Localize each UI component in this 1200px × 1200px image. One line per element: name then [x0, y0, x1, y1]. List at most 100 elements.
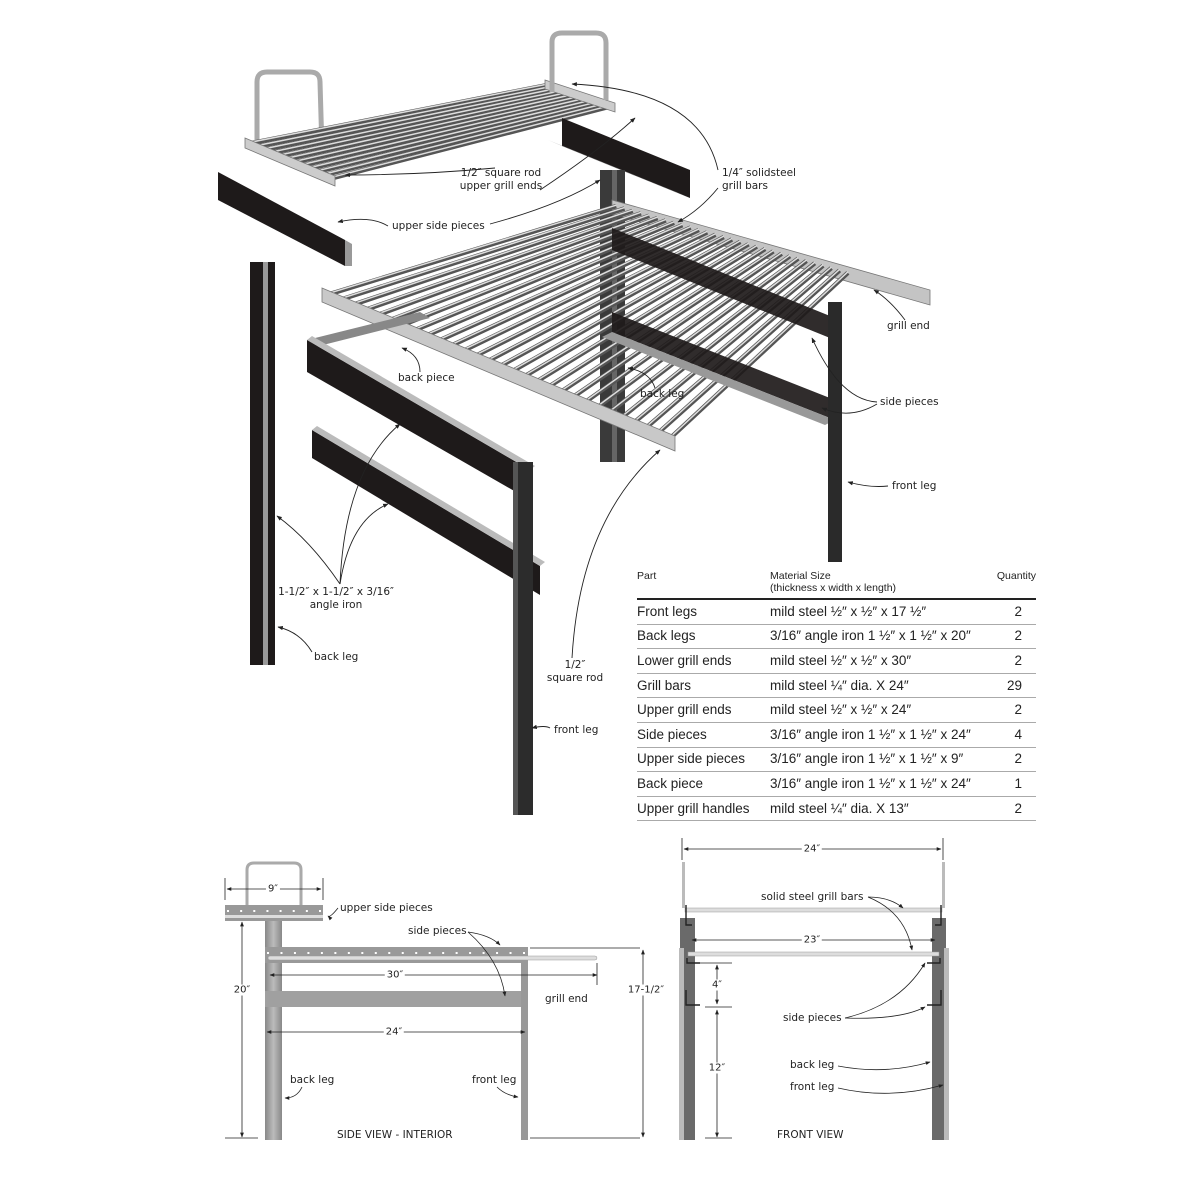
dim-grill-end-length: 30″	[384, 969, 406, 981]
cell-quantity: 1	[992, 771, 1036, 797]
dim-lower-height: 12″	[706, 1062, 728, 1074]
label-back-leg-center: back leg	[640, 388, 685, 400]
upper-grill-bar	[300, 96, 590, 168]
bar-end-hole	[253, 910, 256, 912]
upper-grill-bar-highlight	[256, 85, 554, 147]
cell-quantity: 4	[992, 722, 1036, 748]
grill-bar	[351, 208, 634, 308]
cell-part: Upper grill ends	[637, 697, 770, 723]
front-view-front-leg-right	[944, 948, 949, 1140]
bar-end-hole	[496, 952, 499, 954]
grill-bar-highlight	[595, 256, 799, 408]
side-label-front-leg: front leg	[472, 1074, 517, 1086]
cell-quantity: 2	[992, 599, 1036, 625]
bar-end-hole	[334, 952, 337, 954]
grill-bar	[594, 256, 800, 411]
cell-material: mild steel ½″ x ½″ x 30″	[770, 648, 993, 674]
grill-bar-highlight	[534, 244, 758, 383]
grill-bar-highlight	[644, 266, 832, 429]
front-view-front-leg-left	[679, 948, 684, 1140]
front-leg-right	[828, 302, 842, 562]
grill-bar-highlight	[583, 254, 791, 403]
bar-end-hole	[347, 952, 350, 954]
upper-grill-bar	[315, 100, 601, 175]
bar-end-hole	[305, 910, 308, 912]
bar-end-hole	[455, 952, 458, 954]
cell-material: mild steel ½″ x ½″ x 24″	[770, 697, 993, 723]
leader-lines	[276, 82, 906, 730]
upper-grill-bar-highlight	[286, 92, 578, 160]
grill-bar	[509, 239, 742, 375]
grill-bar-highlight	[340, 206, 625, 300]
bar-end-hole	[509, 952, 512, 954]
grill-bar	[606, 259, 808, 416]
cell-material: mild steel ½″ x ½″ x 17 ½″	[770, 599, 993, 625]
upper-grill-handle-left	[254, 69, 325, 151]
grill-bar	[376, 213, 651, 318]
side-view-drawing	[224, 861, 645, 1140]
side-view-title: SIDE VIEW - INTERIOR	[337, 1129, 453, 1141]
front-view-back-leg-right	[932, 918, 946, 1140]
dim-side-spacing: 4″	[709, 979, 725, 991]
cell-material: mild steel ¼″ dia. X 13″	[770, 796, 993, 822]
upper-grill-bar-highlight	[331, 104, 613, 179]
upper-grill-bar	[308, 98, 596, 172]
cell-part: Upper grill handles	[637, 796, 770, 822]
grill-bar-highlight	[485, 235, 725, 362]
label-square-rod: 1/2″square rod	[546, 659, 604, 684]
cell-part: Upper side pieces	[637, 747, 770, 773]
grill-bar-highlight	[558, 249, 774, 393]
bar-end-hole	[442, 952, 445, 954]
grill-bar	[570, 251, 783, 400]
dim-upper-width: 9″	[265, 883, 281, 895]
front-label-side-pieces: side pieces	[783, 1012, 842, 1024]
cell-quantity: 2	[992, 648, 1036, 674]
cell-material: 3/16″ angle iron 1 ½″ x 1 ½″ x 20″	[770, 624, 993, 650]
grill-bar	[339, 206, 626, 302]
cell-material: 3/16″ angle iron 1 ½″ x 1 ½″ x 9″	[770, 747, 993, 773]
bar-end-hole	[292, 910, 295, 912]
back-leg-left	[250, 262, 275, 665]
bar-end-hole	[266, 910, 269, 912]
back-piece	[307, 312, 535, 500]
bar-end-hole	[279, 910, 282, 912]
front-label-grill-bars: solid steel grill bars	[761, 891, 864, 903]
cell-part: Grill bars	[637, 673, 770, 699]
cell-quantity: 2	[992, 697, 1036, 723]
upper-grill-bar	[323, 101, 607, 178]
grill-bar	[533, 244, 759, 385]
grill-bar	[363, 211, 642, 313]
grill-bar-highlight	[571, 252, 783, 398]
cell-material: mild steel ¼″ dia. X 24″	[770, 673, 993, 699]
side-pieces-right	[602, 228, 835, 425]
parts-table-header: Part Material Size(thickness x width x l…	[637, 570, 1036, 599]
upper-side-piece-right	[548, 118, 690, 198]
cell-part: Side pieces	[637, 722, 770, 748]
upper-grill-handle-right	[549, 30, 609, 100]
dim-back-leg-height: 20″	[231, 984, 253, 996]
header-material: Material Size(thickness x width x length…	[770, 570, 897, 594]
grill-bar	[582, 254, 792, 406]
grill-bar	[558, 249, 775, 395]
bar-end-hole	[293, 952, 296, 954]
upper-grill-bar	[285, 92, 578, 162]
upper-grill-bar-highlight	[278, 90, 572, 156]
front-view-lower-grill-bar	[687, 951, 940, 957]
side-label-grill-end: grill end	[545, 993, 588, 1005]
upper-grill-bar-highlight	[308, 98, 595, 169]
upper-grill-bar-highlight	[323, 102, 607, 175]
parts-table: Part Material Size(thickness x width x l…	[637, 570, 1036, 822]
side-view-grill-end	[267, 955, 598, 961]
cell-material: 3/16″ angle iron 1 ½″ x 1 ½″ x 24″	[770, 771, 993, 797]
front-view-title: FRONT VIEW	[777, 1129, 844, 1141]
upper-grill-end-back	[544, 79, 616, 113]
